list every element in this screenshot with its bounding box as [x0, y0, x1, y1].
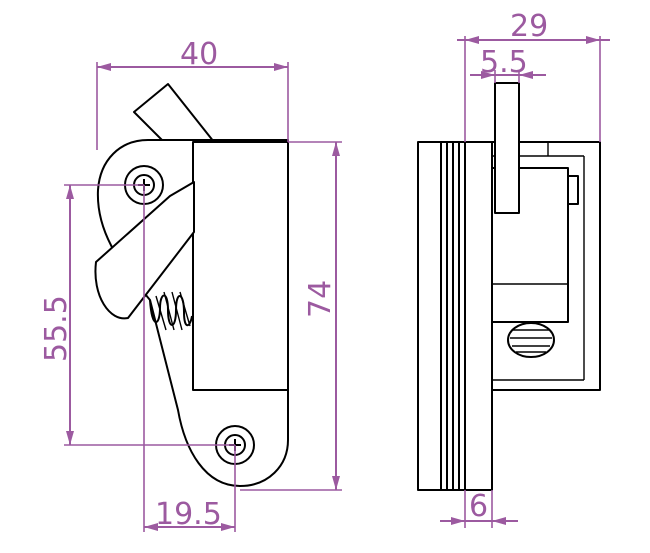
- dim-plate-thickness: 6: [440, 489, 518, 525]
- dim-depth-label: 29: [510, 9, 548, 44]
- front-extension-lines: [64, 62, 342, 532]
- side-tab: [494, 82, 520, 214]
- dim-tab-width: 5.5: [470, 45, 546, 80]
- dim-hole-offset: 19.5: [144, 497, 235, 532]
- side-front-plate: [417, 141, 442, 491]
- side-view: 29 5.5 6: [417, 9, 610, 528]
- dim-hole-offset-label: 19.5: [155, 497, 222, 532]
- housing-block: [192, 141, 289, 391]
- side-spring-end: [507, 322, 555, 358]
- side-inner-cap: [567, 175, 579, 205]
- dim-height-label: 74: [303, 280, 338, 318]
- dim-width-label: 40: [180, 37, 218, 72]
- dim-width: 40: [97, 37, 288, 72]
- dim-height: 74: [303, 142, 340, 490]
- dim-plate-thickness-label: 6: [469, 489, 488, 524]
- front-view: 40 74 55.5 19.5: [39, 37, 342, 532]
- side-rear-plate: [464, 141, 493, 491]
- side-spring-coils: [510, 329, 552, 353]
- dim-hole-spacing-label: 55.5: [39, 295, 74, 362]
- spring-coils: [155, 291, 191, 331]
- dim-hole-spacing: 55.5: [39, 185, 74, 445]
- dim-tab-width-label: 5.5: [480, 45, 528, 80]
- dim-depth: 29: [457, 9, 610, 44]
